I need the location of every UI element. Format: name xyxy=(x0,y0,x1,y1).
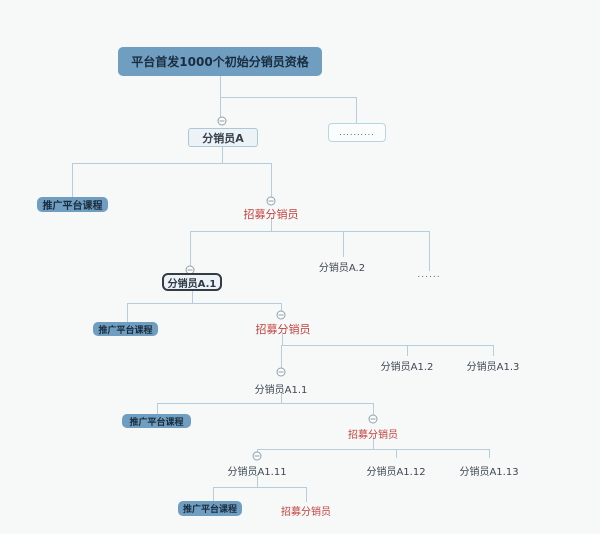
connector-line xyxy=(190,231,191,266)
connector-line xyxy=(72,163,271,164)
connector-line xyxy=(271,163,272,197)
root-node[interactable]: 平台首发1000个初始分销员资格 xyxy=(118,47,322,76)
connector-line xyxy=(282,332,283,345)
connector-line xyxy=(192,291,193,303)
connector-line xyxy=(373,403,374,415)
distributor-a1-node-selected[interactable]: 分销员A.1 xyxy=(162,273,222,291)
connector-line xyxy=(190,231,429,232)
promote-course-node-4[interactable]: 推广平台课程 xyxy=(178,501,242,516)
connector-line xyxy=(281,303,282,311)
connector-line xyxy=(257,449,258,452)
distributor-a2-node[interactable]: 分销员A.2 xyxy=(318,263,366,274)
recruit-node-4[interactable]: 招募分销员 xyxy=(281,507,331,518)
collapse-icon[interactable] xyxy=(252,451,262,461)
distributor-a112-node[interactable]: 分销员A1.12 xyxy=(366,467,426,478)
connector-line xyxy=(127,303,128,322)
connector-line xyxy=(257,449,490,450)
collapse-icon[interactable] xyxy=(217,116,227,126)
connector-line xyxy=(157,403,158,415)
distributor-a-node[interactable]: 分销员A xyxy=(188,128,258,147)
connector-line xyxy=(157,403,374,404)
more-distributors-ellipsis[interactable]: ...... xyxy=(417,270,441,280)
connector-line xyxy=(213,487,307,488)
connector-line xyxy=(407,345,408,356)
recruit-node-1[interactable]: 招募分销员 xyxy=(243,208,299,221)
connector-line xyxy=(373,436,374,449)
connector-line xyxy=(220,76,221,117)
collapse-icon[interactable] xyxy=(266,196,276,206)
collapse-icon[interactable] xyxy=(276,367,286,377)
connector-line xyxy=(489,449,490,458)
distributor-a111-node[interactable]: 分销员A1.11 xyxy=(227,467,287,478)
recruit-node-2[interactable]: 招募分销员 xyxy=(255,323,311,336)
connector-line xyxy=(281,345,494,346)
connector-line xyxy=(493,345,494,356)
connector-line xyxy=(257,474,258,487)
connector-line xyxy=(356,97,357,123)
connector-line xyxy=(127,303,282,304)
connector-line xyxy=(281,345,282,368)
connector-line xyxy=(222,147,223,163)
connector-line xyxy=(429,231,430,271)
connector-line xyxy=(72,163,73,197)
distributor-a113-node[interactable]: 分销员A1.13 xyxy=(459,467,519,478)
collapsed-others-node[interactable]: .......... xyxy=(328,123,386,142)
connector-line xyxy=(281,392,282,403)
promote-course-node-2[interactable]: 推广平台课程 xyxy=(93,322,158,336)
distributor-a13-node[interactable]: 分销员A1.3 xyxy=(466,362,520,373)
promote-course-node-1[interactable]: 推广平台课程 xyxy=(37,197,108,212)
connector-line xyxy=(220,97,357,98)
connector-line xyxy=(343,231,344,257)
connector-line xyxy=(306,487,307,502)
connector-line xyxy=(396,449,397,458)
connector-line xyxy=(213,487,214,501)
distributor-a11-node[interactable]: 分销员A1.1 xyxy=(254,385,308,396)
distributor-a12-node[interactable]: 分销员A1.2 xyxy=(380,362,434,373)
recruit-node-3[interactable]: 招募分销员 xyxy=(348,430,398,441)
collapse-icon[interactable] xyxy=(276,310,286,320)
connector-line xyxy=(271,217,272,231)
collapse-icon[interactable] xyxy=(368,414,378,424)
promote-course-node-3[interactable]: 推广平台课程 xyxy=(122,414,191,428)
